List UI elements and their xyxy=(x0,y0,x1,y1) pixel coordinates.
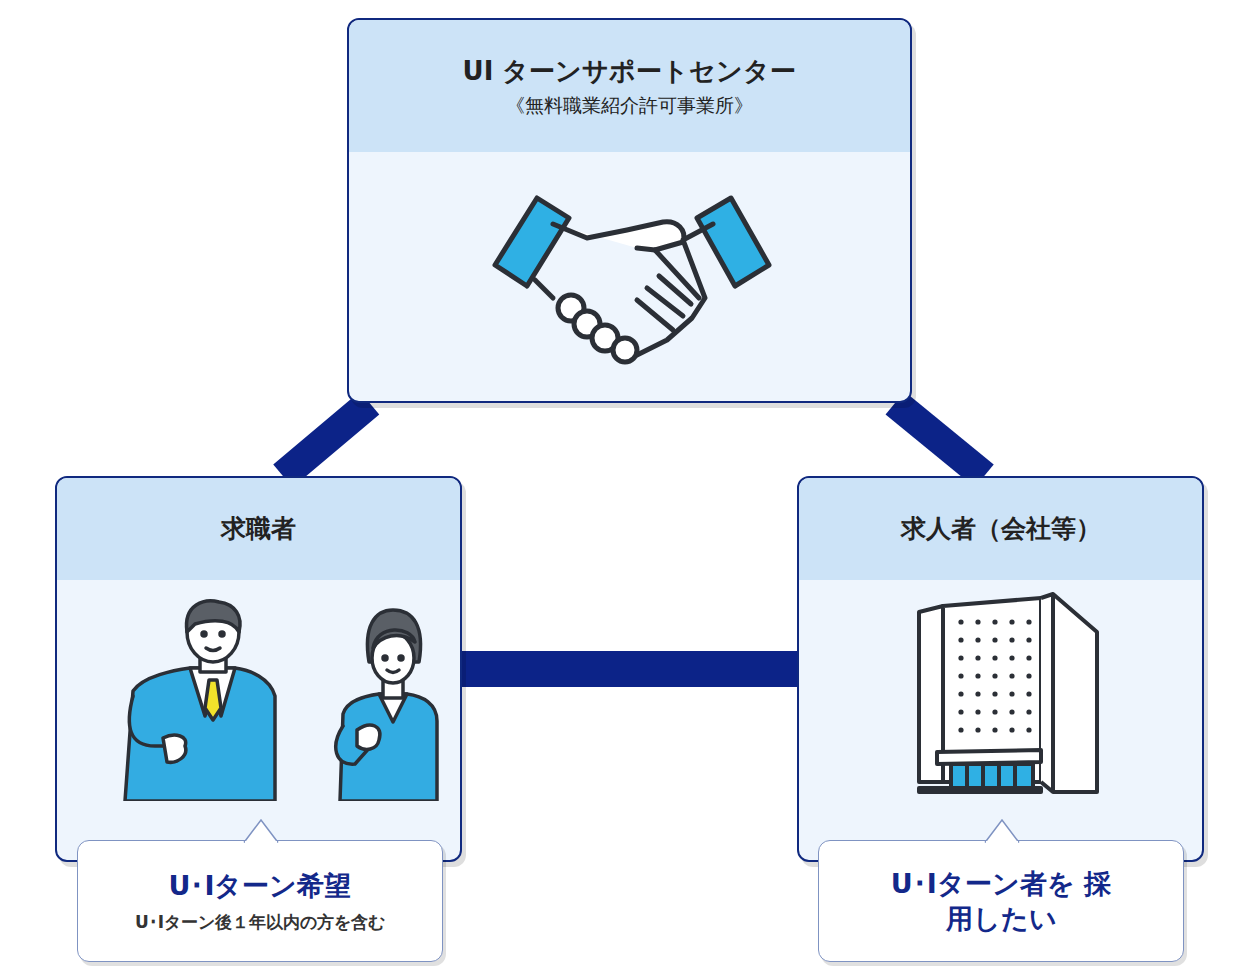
node-subtitle: 《無料職業紹介許可事業所》 xyxy=(506,93,753,119)
hand-illustration xyxy=(487,180,777,384)
connector-bar xyxy=(895,403,984,476)
node-title: U･Iターン希望 xyxy=(169,868,352,904)
people-illustration xyxy=(85,596,445,805)
employer-box: 求人者（会社等） xyxy=(797,476,1204,862)
node-title: U･Iターン者を 採用したい xyxy=(886,866,1116,936)
jobseeker-box: 求職者 xyxy=(55,476,462,862)
node-subtitle: U･Iターン後１年以内の方を含む xyxy=(135,911,385,934)
callout-bubble: U･Iターン希望 U･Iターン後１年以内の方を含む xyxy=(77,840,443,962)
node-title: 求職者 xyxy=(221,512,296,546)
node-title: 求人者（会社等） xyxy=(901,512,1101,546)
center-box: UI ターンサポートセンター《無料職業紹介許可事業所》 xyxy=(347,18,912,403)
box-header: 求人者（会社等） xyxy=(799,478,1202,580)
callout-pointer xyxy=(985,819,1019,843)
box-header: 求職者 xyxy=(57,478,460,580)
box-header: UI ターンサポートセンター《無料職業紹介許可事業所》 xyxy=(349,20,910,152)
node-title: UI ターンサポートセンター xyxy=(463,54,797,89)
connector-bar xyxy=(283,403,370,476)
callout-pointer xyxy=(244,819,278,843)
building-illustration xyxy=(917,592,1117,811)
connector-bar xyxy=(462,651,797,687)
callout-bubble: U･Iターン者を 採用したい xyxy=(818,840,1184,962)
